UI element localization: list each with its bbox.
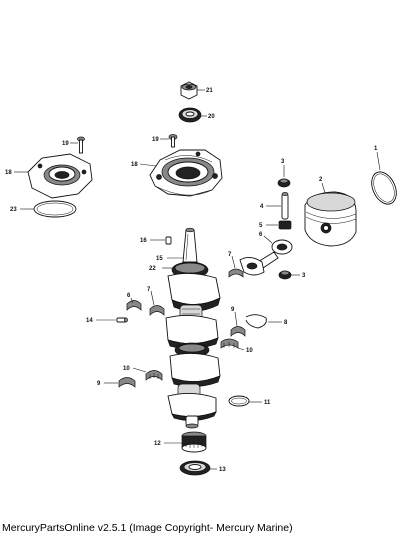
part-10-roller-bearing-left[interactable] [145,370,163,381]
callout-2: 2 [319,177,323,183]
part-20-washer[interactable] [178,107,202,123]
callout-19b: 19 [152,137,159,143]
callout-7b: 7 [147,287,151,293]
callout-13: 13 [219,467,226,473]
part-14-dowel-pin[interactable] [116,317,128,323]
callout-18a: 18 [5,170,12,176]
callout-5: 5 [259,223,263,229]
part-11-ring[interactable] [228,395,250,407]
part-10-roller-bearing-right[interactable] [220,338,239,349]
callout-22: 22 [149,266,156,272]
part-16-key[interactable] [165,236,172,245]
callout-21: 21 [206,88,213,94]
callout-23: 23 [10,207,17,213]
callout-3a: 3 [281,159,285,165]
part-15-crankshaft[interactable] [165,227,221,429]
callout-3b: 3 [302,273,306,279]
callout-10a: 10 [123,366,130,372]
part-3-washer-top[interactable] [277,178,291,188]
part-2-piston[interactable] [304,191,357,247]
callout-9b: 9 [97,381,101,387]
image-copyright-caption: MercuryPartsOnline v2.5.1 (Image Copyrig… [2,522,293,534]
part-6-connecting-rod[interactable] [239,239,293,276]
part-1-piston-ring[interactable] [367,168,400,208]
part-18-lower-end-cap[interactable] [27,153,93,199]
callout-12: 12 [154,441,161,447]
part-8-retaining-ring[interactable] [245,314,267,329]
callout-11: 11 [264,400,271,406]
callout-10b: 10 [246,348,253,354]
part-9-bearing-half-left[interactable] [118,377,136,388]
part-21-nut[interactable] [180,81,198,100]
callout-9a: 9 [231,307,235,313]
part-19-bolt-center[interactable] [168,134,178,148]
callout-7a: 7 [228,252,232,258]
callout-15: 15 [156,256,163,262]
callout-1: 1 [374,146,378,152]
callout-8: 8 [284,320,288,326]
part-12-roller-bearing[interactable] [181,431,207,453]
part-18-upper-end-cap[interactable] [149,149,223,197]
part-6-bearing-half-left[interactable] [126,300,142,311]
callout-18b: 18 [131,162,138,168]
callout-4: 4 [260,204,264,210]
callout-6b: 6 [127,293,131,299]
part-19-bolt-left[interactable] [77,136,85,154]
part-4-piston-pin[interactable] [281,192,289,220]
part-13-oil-seal[interactable] [179,460,211,476]
part-7-bearing-half-left[interactable] [149,305,165,316]
callout-20: 20 [208,114,215,120]
part-5-needle-bearing[interactable] [278,220,292,230]
callout-14: 14 [86,318,93,324]
part-9-bearing-half-right[interactable] [230,326,246,337]
part-3-washer-bottom[interactable] [278,270,292,280]
callout-19a: 19 [62,141,69,147]
callout-6a: 6 [259,232,263,238]
callout-16: 16 [140,238,147,244]
part-23-o-ring[interactable] [33,200,77,218]
part-7-bearing-half-right[interactable] [228,268,244,278]
